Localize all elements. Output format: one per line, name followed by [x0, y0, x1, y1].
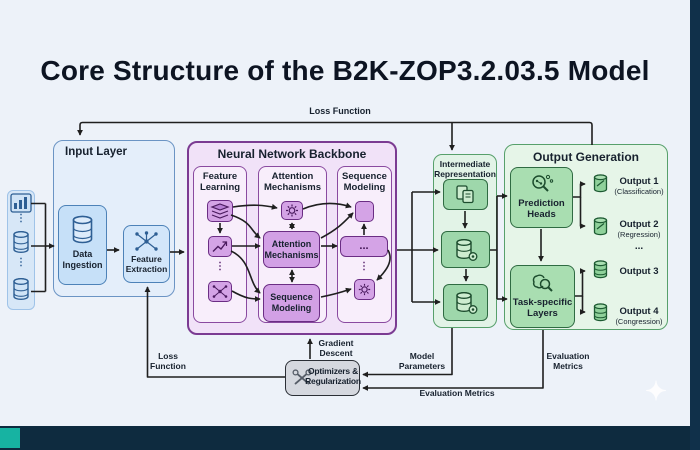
- teal-corner-square: [0, 428, 20, 448]
- intermediate-node-3: [443, 284, 488, 321]
- loss-function-top-label: Loss Function: [309, 106, 371, 116]
- attention-mechanisms-label: Attention Mechanisms: [264, 238, 319, 260]
- output-2-name: Output 2: [619, 219, 659, 230]
- loss-function-bottom-label: Loss Function: [150, 351, 186, 372]
- tools-icon: [290, 367, 314, 389]
- layers-node: [207, 200, 233, 222]
- sequence-top-node: [355, 201, 374, 222]
- sequence-ellipsis-box-label: ...: [359, 240, 369, 253]
- optimizers-label: Optimizers & Regularization: [305, 366, 361, 387]
- brain-magnifier-icon: [529, 271, 555, 295]
- sequence-column-title: Sequence Modeling: [342, 171, 387, 194]
- outputs-ellipsis: ...: [634, 241, 644, 252]
- feature-extraction-label: Feature Extraction: [125, 254, 168, 275]
- output-database-icon: [593, 217, 608, 236]
- page-title: Core Structure of the B2K-ZOP3.2.03.5 Mo…: [40, 55, 650, 86]
- output-4-name: Output 4: [619, 306, 659, 317]
- model-parameters-label: Model Parameters: [398, 351, 446, 372]
- input-layer-title: Input Layer: [65, 146, 127, 158]
- trend-arrow-icon: [210, 238, 230, 255]
- database-gear-icon: [453, 237, 479, 263]
- sources-ellipsis: ⋮: [16, 213, 26, 224]
- sparkle-icon: ✦: [645, 376, 667, 406]
- intermediate-node-1: [443, 179, 488, 210]
- database-icon: [12, 230, 30, 255]
- bar-chart-icon: [10, 193, 32, 213]
- gradient-descent-label: Gradient Descent: [318, 338, 354, 359]
- output-3-name: Output 3: [619, 266, 659, 277]
- right-frame-strip: [690, 0, 700, 450]
- documents-icon: [454, 184, 478, 206]
- output-4-type: (Congression): [615, 317, 663, 326]
- evaluation-metrics-right-label: Evaluation Metrics: [546, 351, 590, 372]
- output-2-type: (Regression): [617, 230, 661, 239]
- output-database-icon: [593, 303, 608, 322]
- sequence-ellipsis-node: ...: [340, 236, 388, 257]
- sequence-modeling-block: Sequence Modeling: [263, 284, 320, 322]
- magnifier-nodes-icon: [528, 172, 554, 196]
- database-icon: [70, 214, 95, 246]
- intermediate-title: Intermediate Representation: [434, 159, 496, 180]
- attention-gear-node: [281, 201, 303, 220]
- feature-learning-title: Feature Learning: [199, 171, 241, 194]
- output-database-icon: [593, 260, 608, 279]
- attention-mechanisms-block: Attention Mechanisms: [263, 231, 320, 268]
- feature-learning-ellipsis: ⋮: [215, 261, 225, 272]
- output-1-name: Output 1: [619, 176, 659, 187]
- layers-icon: [209, 202, 231, 220]
- database-gear-icon: [453, 290, 479, 316]
- output-1-type: (Classification): [614, 187, 664, 196]
- output-database-icon: [593, 174, 608, 193]
- sources-ellipsis: ⋮: [16, 257, 26, 268]
- data-ingestion-label: Data Ingestion: [62, 249, 103, 270]
- evaluation-metrics-bottom-label: Evaluation Metrics: [419, 388, 495, 398]
- intermediate-node-2: [441, 231, 490, 268]
- task-specific-label: Task-specific Layers: [512, 297, 573, 320]
- backbone-title: Neural Network Backbone: [217, 147, 367, 161]
- trend-node: [208, 236, 232, 257]
- sequence-column-ellipsis: ⋮: [359, 261, 369, 272]
- output-title: Output Generation: [533, 150, 639, 164]
- bottom-frame-strip: [0, 426, 700, 450]
- network-nodes-icon: [210, 283, 230, 300]
- sequence-modeling-label: Sequence Modeling: [270, 292, 313, 313]
- optimizers-node: [285, 360, 360, 396]
- attention-column-title: Attention Mechanisms: [263, 171, 322, 194]
- gear-icon: [283, 202, 301, 219]
- sequence-gear-node: [354, 279, 375, 300]
- gear-icon: [356, 281, 373, 298]
- prediction-heads-label: Prediction Heads: [518, 198, 565, 221]
- database-icon: [12, 277, 30, 302]
- network-nodes-icon: [133, 230, 160, 253]
